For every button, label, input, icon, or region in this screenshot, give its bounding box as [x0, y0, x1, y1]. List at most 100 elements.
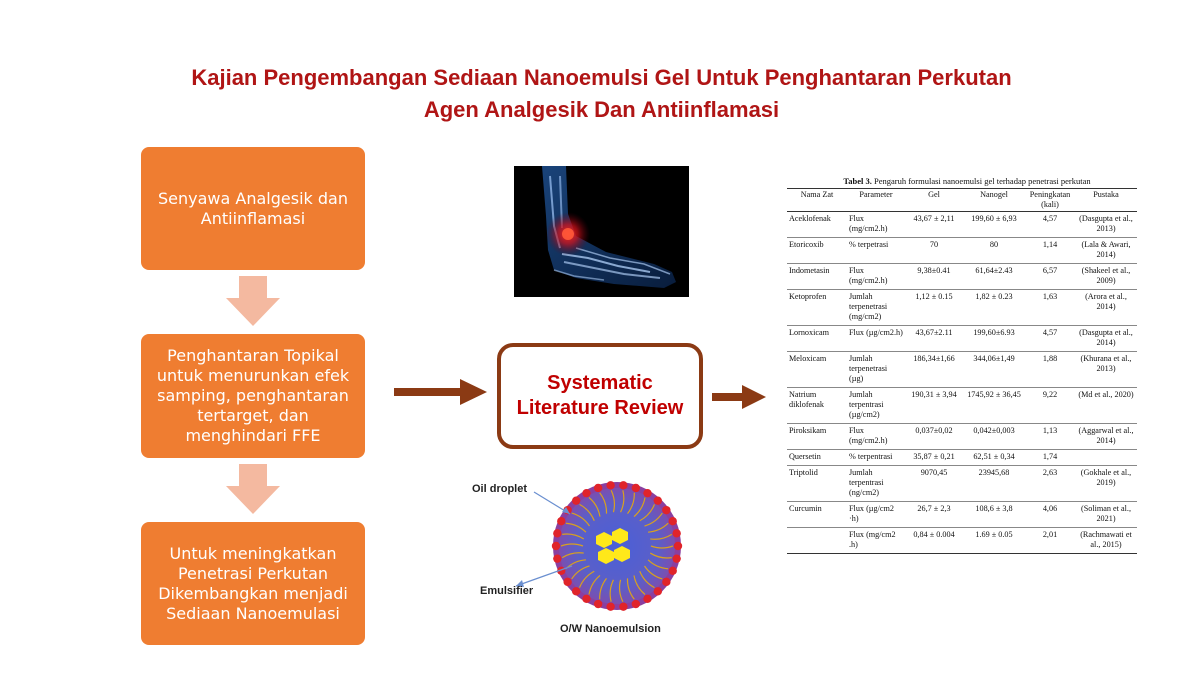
foot-pain-image: [514, 166, 689, 297]
table-cell-param: Flux (mg/cm2.h): [847, 423, 905, 450]
table-cell-zat: Etoricoxib: [787, 237, 847, 264]
table-cell-gel: 190,31 ± 3,94: [905, 387, 963, 424]
table-cell-gel: 0,037±0,02: [905, 423, 963, 450]
table-cell-pustaka: (Khurana et al., 2013): [1075, 351, 1137, 388]
flow-box-analgesik-text: Senyawa Analgesik dan Antiinflamasi: [158, 188, 348, 228]
table-cell-param: % terpentrasi: [847, 449, 905, 466]
table-cell-zat: Meloxicam: [787, 351, 847, 388]
table-cell-param: Jumlah terpentrasi (µg/cm2): [847, 387, 905, 424]
table-cell-nano: 23945,68: [963, 465, 1025, 502]
table-cell-gel: 0,84 ± 0.004: [905, 527, 963, 554]
column-header: Gel: [905, 188, 963, 212]
table-cell-zat: Curcumin: [787, 501, 847, 528]
penetration-table: Tabel 3. Pengaruh formulasi nanoemulsi g…: [787, 176, 1147, 610]
table-cell-zat: Quersetin: [787, 449, 847, 466]
table-caption-bold: Tabel 3.: [843, 176, 872, 186]
down-arrow-1: [226, 276, 280, 326]
table-cell-param: Flux (mg/cm2 .h): [847, 527, 905, 554]
table-cell-param: % terpetrasi: [847, 237, 905, 264]
table-cell-pustaka: (Shakeel et al., 2009): [1075, 263, 1137, 290]
table-cell-param: Jumlah terpenetrasi (µg): [847, 351, 905, 388]
nanoemulsion-caption: O/W Nanoemulsion: [560, 623, 661, 635]
table-cell-kali: 4,06: [1025, 501, 1075, 528]
table-cell-pustaka: (Gokhale et al., 2019): [1075, 465, 1137, 502]
table-cell-pustaka: (Dasgupta et al., 2013): [1075, 211, 1137, 238]
oil-droplet-label: Oil droplet: [472, 483, 527, 495]
table-cell-zat: Lornoxicam: [787, 325, 847, 352]
table-cell-pustaka: [1075, 449, 1137, 466]
table-cell-zat: [787, 527, 847, 554]
table-cell-kali: 2,01: [1025, 527, 1075, 554]
table-cell-zat: Piroksikam: [787, 423, 847, 450]
flow-box-nanoemulasi-text: Untuk meningkatkan Penetrasi Perkutan Di…: [158, 543, 348, 623]
systematic-literature-review-box: Systematic Literature Review: [497, 343, 703, 449]
table-cell-kali: 1,63: [1025, 289, 1075, 326]
right-arrow-right: [712, 385, 766, 409]
slr-line1: Systematic: [547, 372, 653, 394]
table-cell-param: Flux (µg/cm2 ·h): [847, 501, 905, 528]
table-cell-kali: 6,57: [1025, 263, 1075, 290]
table-cell-gel: 43,67 ± 2,11: [905, 211, 963, 238]
table-cell-nano: 199,60 ± 6,93: [963, 211, 1025, 238]
column-header: Parameter: [847, 188, 905, 212]
table-cell-zat: Aceklofenak: [787, 211, 847, 238]
table-cell-gel: 43,67±2.11: [905, 325, 963, 352]
table-cell-nano: 344,06±1,49: [963, 351, 1025, 388]
flow-box-nanoemulasi: Untuk meningkatkan Penetrasi Perkutan Di…: [141, 522, 365, 645]
table-cell-zat: Ketoprofen: [787, 289, 847, 326]
table-cell-pustaka: (Arora et al., 2014): [1075, 289, 1137, 326]
table-cell-param: Flux (µg/cm2.h): [847, 325, 905, 352]
table-cell-zat: Indometasin: [787, 263, 847, 290]
table-cell-kali: 9,22: [1025, 387, 1075, 424]
table-cell-kali: 1,14: [1025, 237, 1075, 264]
table-cell-gel: 186,34±1,66: [905, 351, 963, 388]
table-caption: Tabel 3. Pengaruh formulasi nanoemulsi g…: [787, 176, 1147, 186]
table-cell-zat: Triptolid: [787, 465, 847, 502]
nanoemulsion-diagram: Oil droplet Emulsifier O/W Nanoemulsion: [464, 478, 704, 638]
table-cell-param: Jumlah terpentrasi (ng/cm2): [847, 465, 905, 502]
table-cell-kali: 2,63: [1025, 465, 1075, 502]
table-cell-gel: 26,7 ± 2,3: [905, 501, 963, 528]
emulsifier-label: Emulsifier: [480, 585, 534, 597]
table-cell-param: Flux (mg/cm2.h): [847, 211, 905, 238]
down-arrow-2: [226, 464, 280, 514]
page-title-line1: Kajian Pengembangan Sediaan Nanoemulsi G…: [191, 65, 1012, 90]
table-cell-nano: 80: [963, 237, 1025, 264]
flow-box-topikal: Penghantaran Topikal untuk menurunkan ef…: [141, 334, 365, 458]
table-cell-param: Flux (mg/cm2.h): [847, 263, 905, 290]
table-cell-kali: 4,57: [1025, 211, 1075, 238]
table-cell-nano: 1745,92 ± 36,45: [963, 387, 1025, 424]
table-cell-pustaka: (Md et al., 2020): [1075, 387, 1137, 424]
table-cell-pustaka: (Dasgupta et al., 2014): [1075, 325, 1137, 352]
page-title-line2: Agen Analgesik Dan Antiinflamasi: [423, 97, 780, 122]
slr-line2: Literature Review: [516, 397, 684, 419]
table-cell-nano: 1,82 ± 0.23: [963, 289, 1025, 326]
column-header: Peningkatan (kali): [1025, 188, 1075, 212]
table-cell-gel: 9,38±0.41: [905, 263, 963, 290]
table-cell-param: Jumlah terpenetrasi (mg/cm2): [847, 289, 905, 326]
table-cell-kali: 1,74: [1025, 449, 1075, 466]
table-cell-kali: 4,57: [1025, 325, 1075, 352]
table-cell-gel: 70: [905, 237, 963, 264]
table-cell-gel: 9070,45: [905, 465, 963, 502]
table-cell-pustaka: (Rachmawati et al., 2015): [1075, 527, 1137, 554]
table-cell-pustaka: (Lala & Awari, 2014): [1075, 237, 1137, 264]
table-cell-pustaka: (Soliman et al., 2021): [1075, 501, 1137, 528]
table-cell-nano: 0,042±0,003: [963, 423, 1025, 450]
table-cell-zat: Natrium diklofenak: [787, 387, 847, 424]
table-cell-kali: 1,88: [1025, 351, 1075, 388]
table-cell-nano: 108,6 ± 3,8: [963, 501, 1025, 528]
